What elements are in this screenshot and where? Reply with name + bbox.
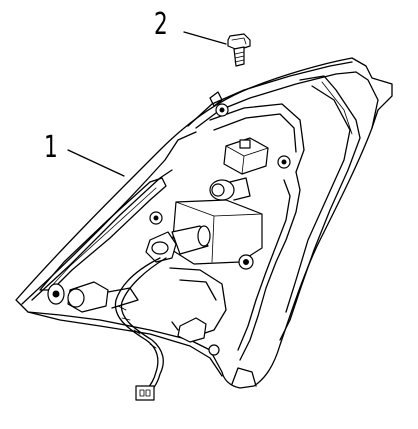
tail-light-housing-part-1 <box>15 57 393 401</box>
callout-part-2: 2 <box>154 7 168 42</box>
leader-line-part-1 <box>67 149 125 177</box>
leader-line-part-2 <box>183 31 227 45</box>
screw-part-2 <box>227 33 251 67</box>
callout-part-1: 1 <box>44 130 58 165</box>
